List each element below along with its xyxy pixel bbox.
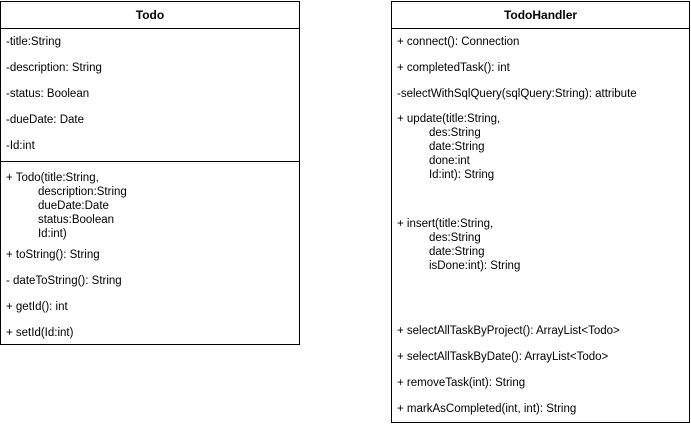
todo-handler-method: + selectAllTaskByDate(): ArrayList<Todo> <box>397 351 609 363</box>
todo-handler-class[interactable]: TodoHandler + connect(): Connection + co… <box>391 1 690 423</box>
todo-handler-method: + insert(title:String, des:String date:S… <box>397 218 521 272</box>
todo-class[interactable]: Todo -title:String -description: String … <box>0 1 300 345</box>
todo-handler-methods: + connect(): Connection + completedTask(… <box>392 29 689 422</box>
todo-method: + getId(): int <box>6 301 68 313</box>
todo-handler-method: + connect(): Connection <box>397 36 520 48</box>
todo-handler-method: + selectAllTaskByProject(): ArrayList<To… <box>397 325 620 337</box>
todo-attributes: -title:String -description: String -stat… <box>1 29 299 162</box>
todo-method: + Todo(title:String, description:String … <box>6 172 127 240</box>
todo-method: - dateToString(): String <box>6 275 122 287</box>
todo-method: + toString(): String <box>6 249 100 261</box>
todo-handler-method: -selectWithSqlQuery(sqlQuery:String): at… <box>397 88 637 100</box>
todo-handler-method: + removeTask(int): String <box>397 377 526 389</box>
todo-handler-method: + update(title:String, des:String date:S… <box>397 113 501 181</box>
todo-attribute: -title:String <box>6 36 61 48</box>
todo-handler-method: + completedTask(): int <box>397 62 510 74</box>
todo-methods: + Todo(title:String, description:String … <box>1 162 299 344</box>
todo-handler-method: + markAsCompleted(int, int): String <box>397 403 577 415</box>
todo-attribute: -status: Boolean <box>6 88 90 100</box>
todo-class-name: Todo <box>1 2 299 29</box>
todo-attribute: -Id:int <box>6 140 35 152</box>
todo-attribute: -description: String <box>6 62 102 74</box>
todo-attribute: -dueDate: Date <box>6 114 84 126</box>
todo-method: + setId(Id:int) <box>6 327 74 339</box>
todo-handler-class-name: TodoHandler <box>392 2 689 29</box>
